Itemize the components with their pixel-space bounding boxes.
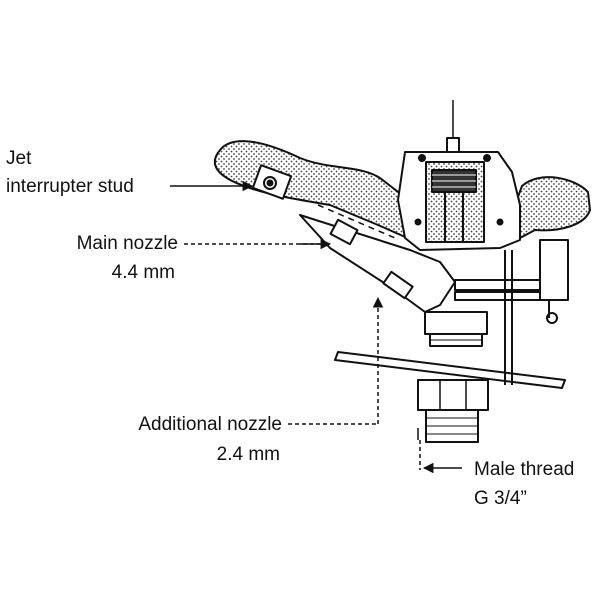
main-nozzle: [329, 218, 359, 246]
sprinkler-drawing: [213, 100, 591, 443]
additional-nozzle-label-2: 2.4 mm: [217, 444, 280, 465]
main-nozzle-label-1: Main nozzle: [77, 233, 178, 254]
jet-stud-label-1: Jet: [6, 148, 32, 169]
bearing-stem: [424, 311, 488, 335]
male-thread-label-2: G 3/4”: [474, 488, 527, 509]
hex-nut: [417, 379, 489, 411]
mounting-plate: [334, 351, 566, 389]
jet-stud-label-2: interrupter stud: [6, 176, 134, 197]
male-thread-label-1: Male thread: [474, 459, 574, 480]
additional-nozzle-label-1: Additional nozzle: [138, 414, 282, 435]
leaders: [170, 180, 462, 474]
main-nozzle-label-2: 4.4 mm: [112, 262, 175, 283]
spindle-cap: [446, 137, 460, 153]
counterweight: [514, 176, 591, 239]
additional-nozzle: [382, 270, 414, 300]
